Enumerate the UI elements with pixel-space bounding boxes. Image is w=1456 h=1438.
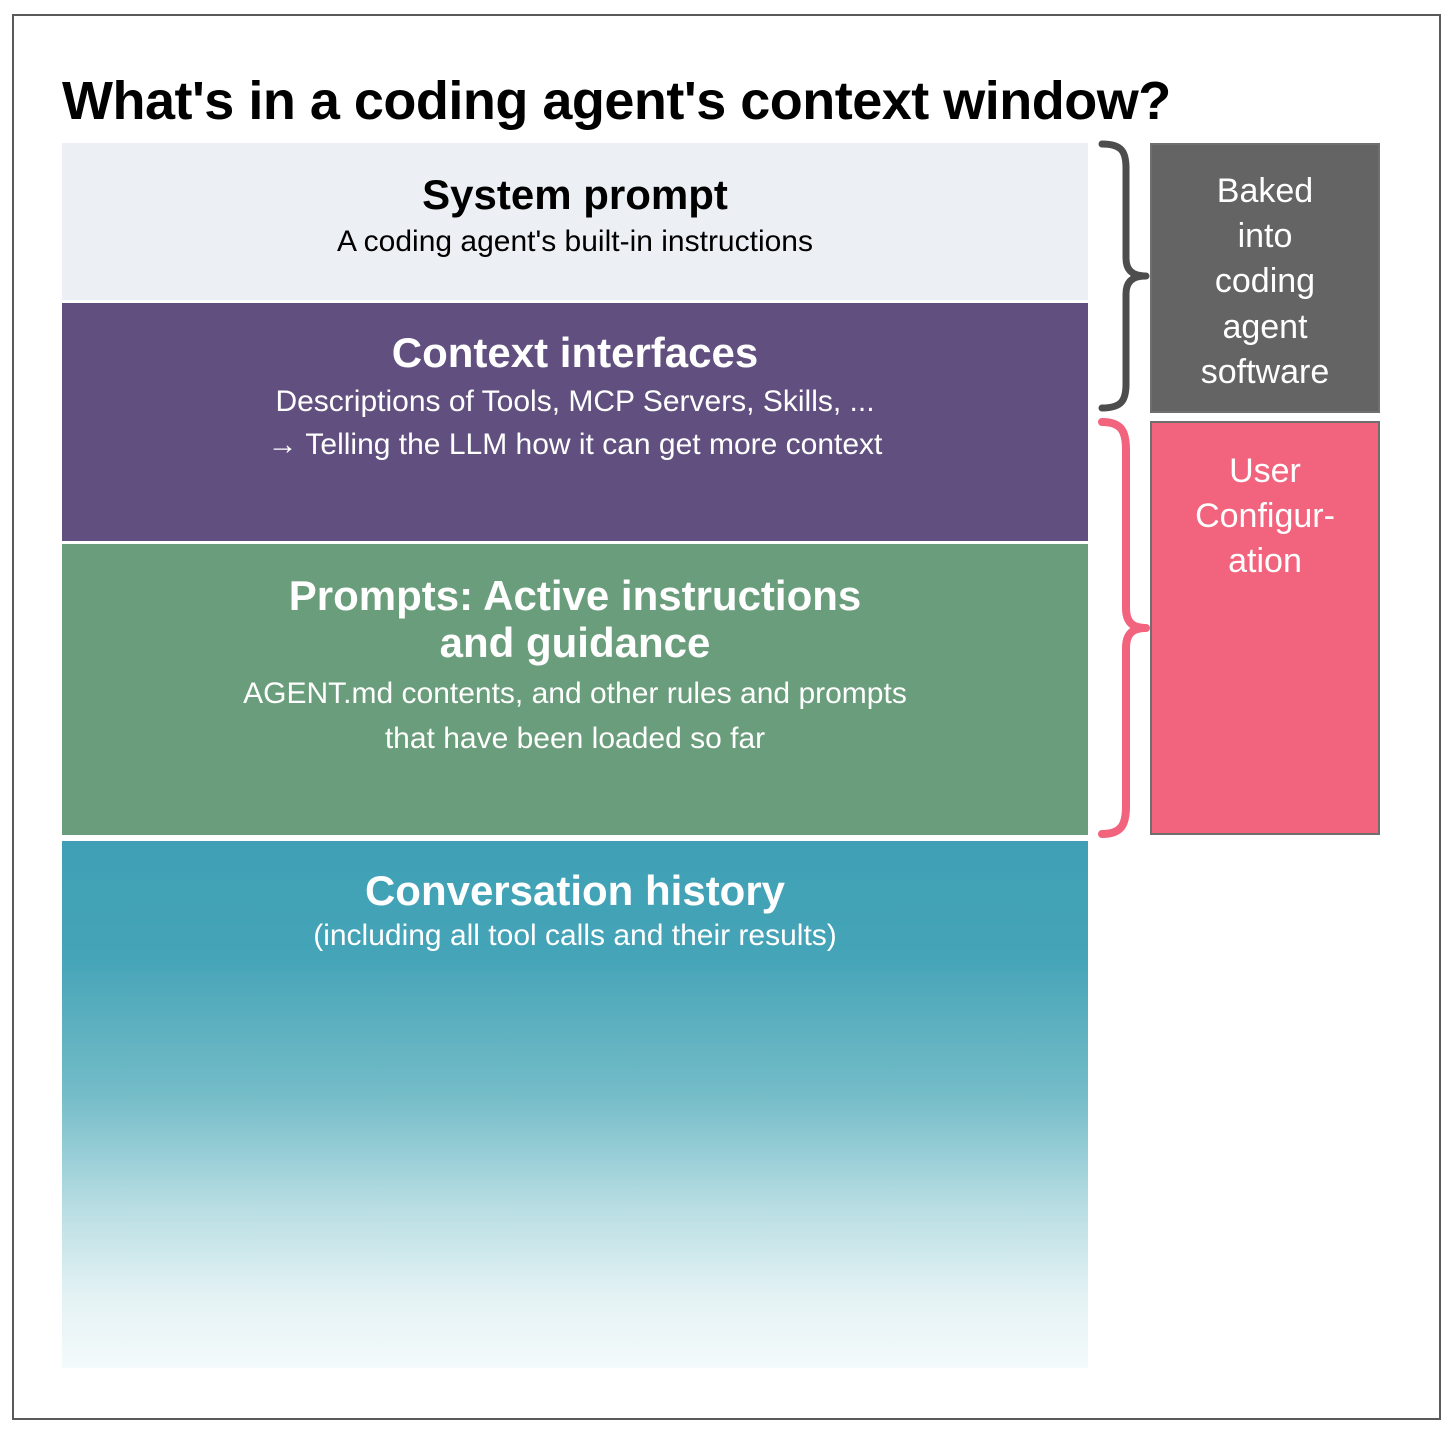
band-prompts-title-line-2: and guidance: [439, 619, 711, 667]
band-context-interfaces-subtitle-line-1: Descriptions of Tools, MCP Servers, Skil…: [275, 385, 875, 419]
annotation-userconfig-line-3: ation: [1228, 542, 1302, 581]
band-system-prompt: System prompt A coding agent's built-in …: [62, 143, 1088, 300]
band-conversation-history-subtitle: (including all tool calls and their resu…: [313, 919, 837, 953]
band-context-interfaces: Context interfaces Descriptions of Tools…: [62, 303, 1088, 541]
band-conversation-history: Conversation history (including all tool…: [62, 841, 1088, 1368]
band-prompts-title-line-1: Prompts: Active instructions: [288, 572, 862, 619]
band-conversation-history-title: Conversation history: [364, 867, 786, 914]
band-context-interfaces-subtitle-line-2: → Telling the LLM how it can get more co…: [267, 428, 883, 462]
annotation-baked-line-5: software: [1200, 352, 1330, 391]
annotation-box-baked-in: Baked into coding agent software: [1150, 143, 1380, 413]
band-system-prompt-title: System prompt: [422, 171, 728, 218]
context-stack: System prompt A coding agent's built-in …: [62, 143, 1088, 1368]
annotation-box-user-configuration: User Configur- ation: [1150, 421, 1380, 835]
band-system-prompt-subtitle: A coding agent's built-in instructions: [336, 225, 813, 259]
band-prompts: Prompts: Active instructions and guidanc…: [62, 544, 1088, 835]
annotation-baked-line-4: agent: [1222, 307, 1308, 346]
brace-user-configuration: [1098, 418, 1150, 838]
annotation-userconfig-line-1: User: [1229, 452, 1301, 490]
band-prompts-subtitle-line-2: that have been loaded so far: [384, 722, 766, 756]
brace-baked-in: [1098, 140, 1150, 412]
band-context-interfaces-title: Context interfaces: [391, 329, 759, 376]
band-prompts-subtitle-line-1: AGENT.md contents, and other rules and p…: [243, 677, 907, 711]
annotation-userconfig-line-2: Configur-: [1195, 497, 1335, 536]
annotation-baked-line-1: Baked: [1216, 172, 1314, 210]
annotation-baked-line-3: coding: [1214, 262, 1316, 301]
page-title: What's in a coding agent's context windo…: [62, 71, 1171, 132]
annotation-baked-line-2: into: [1237, 217, 1293, 256]
